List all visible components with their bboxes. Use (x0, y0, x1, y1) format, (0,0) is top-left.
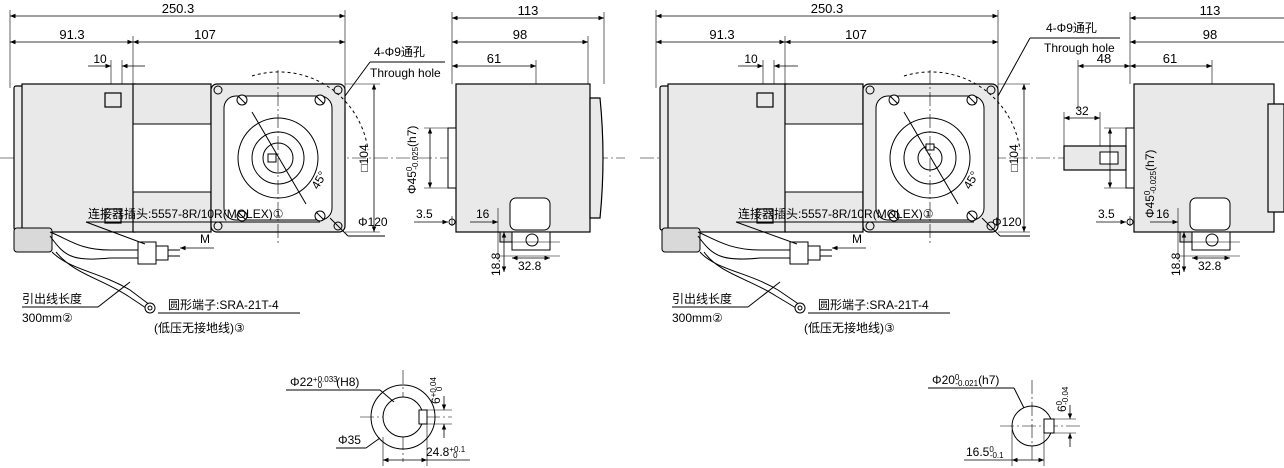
right-side-view: 113 98 48 61 32 Φ450-0.025( (1063, 3, 1284, 276)
left-side-view: 113 98 61 Φ450-0.025(h7) 3.5 16 (405, 3, 605, 276)
right-side-32-8: 32.8 (1198, 259, 1222, 273)
left-dim-gearhead: 107 (194, 27, 216, 42)
right-hole-callout-en: Through hole (1044, 41, 1115, 55)
left-lead-label: 引出线长度 (22, 291, 82, 306)
left-side-3-5: 3.5 (416, 207, 433, 221)
left-side-113: 113 (518, 3, 539, 18)
right-shaft-key: 60-0.04 (1055, 386, 1070, 412)
left-hole-callout: 4-Φ9通孔 (374, 45, 425, 59)
right-side-61: 61 (1163, 51, 1177, 66)
left-side-16: 16 (476, 207, 490, 221)
right-side-32: 32 (1075, 104, 1089, 118)
right-side-18-8: 18.8 (1169, 252, 1183, 276)
left-terminal-label: 圆形端子:SRA-21T-4 (168, 298, 279, 312)
left-drawing: 250.3 91.3 107 10 (0, 1, 625, 466)
left-m-label: M (200, 232, 210, 246)
right-terminal-label: 圆形端子:SRA-21T-4 (818, 298, 929, 312)
right-terminal-note: (低压无接地线)③ (804, 320, 895, 335)
right-pilot: Φ450-0.025(h7) (1143, 150, 1158, 218)
right-mount-holes (865, 85, 996, 231)
right-side-113: 113 (1200, 3, 1221, 18)
left-flange-dia: Φ120 (358, 215, 388, 229)
right-flange-dia: Φ120 (992, 215, 1022, 229)
left-side-32-8: 32.8 (518, 259, 542, 273)
left-dim-overall: 250.3 (162, 1, 195, 16)
right-dim-motor: 91.3 (709, 27, 734, 42)
right-shaft-detail: 60-0.04 Φ200-0.021(h7) 16.50-0.1 (928, 373, 1080, 466)
left-lead-length: 300mm② (22, 311, 73, 325)
right-connector-label: 连接器插头:5557-8R/10R(MOLEX)① (738, 206, 933, 221)
left-dim-motor: 91.3 (59, 27, 84, 42)
right-side-16: 16 (1156, 207, 1170, 221)
right-shaft-flat: 16.50-0.1 (966, 445, 1004, 460)
right-drawing: 250.3 91.3 107 10 (640, 1, 1284, 466)
left-hole-callout-en: Through hole (370, 66, 441, 80)
right-dim-overall: 250.3 (811, 1, 844, 16)
left-mount-holes (213, 85, 343, 231)
right-lead-length: 300mm② (672, 311, 723, 325)
right-side-98: 98 (1203, 27, 1217, 42)
left-square: □104 (357, 144, 371, 172)
left-hub-dia: Φ35 (338, 433, 361, 447)
left-side-18-8: 18.8 (489, 252, 503, 276)
right-dim-10: 10 (744, 52, 758, 66)
right-side-3-5: 3.5 (1098, 207, 1115, 221)
left-side-61: 61 (487, 51, 501, 66)
right-hole-callout: 4-Φ9通孔 (1046, 21, 1097, 35)
right-lead-label: 引出线长度 (672, 291, 732, 306)
right-dim-gearhead: 107 (845, 27, 867, 42)
left-bore-key: 6+0.040 (429, 377, 444, 404)
left-terminal-note: (低压无接地线)③ (154, 320, 245, 335)
left-connector-label: 连接器插头:5557-8R/10R(MOLEX)① (88, 206, 283, 221)
left-pilot: Φ450-0.025(h7) (405, 126, 420, 194)
right-m-label: M (852, 232, 862, 246)
right-square: □104 (1007, 144, 1021, 172)
left-dim-10: 10 (93, 52, 107, 66)
right-shaft-dia: Φ200-0.021(h7) (932, 373, 999, 388)
left-side-98: 98 (513, 27, 527, 42)
right-side-48: 48 (1097, 51, 1111, 66)
